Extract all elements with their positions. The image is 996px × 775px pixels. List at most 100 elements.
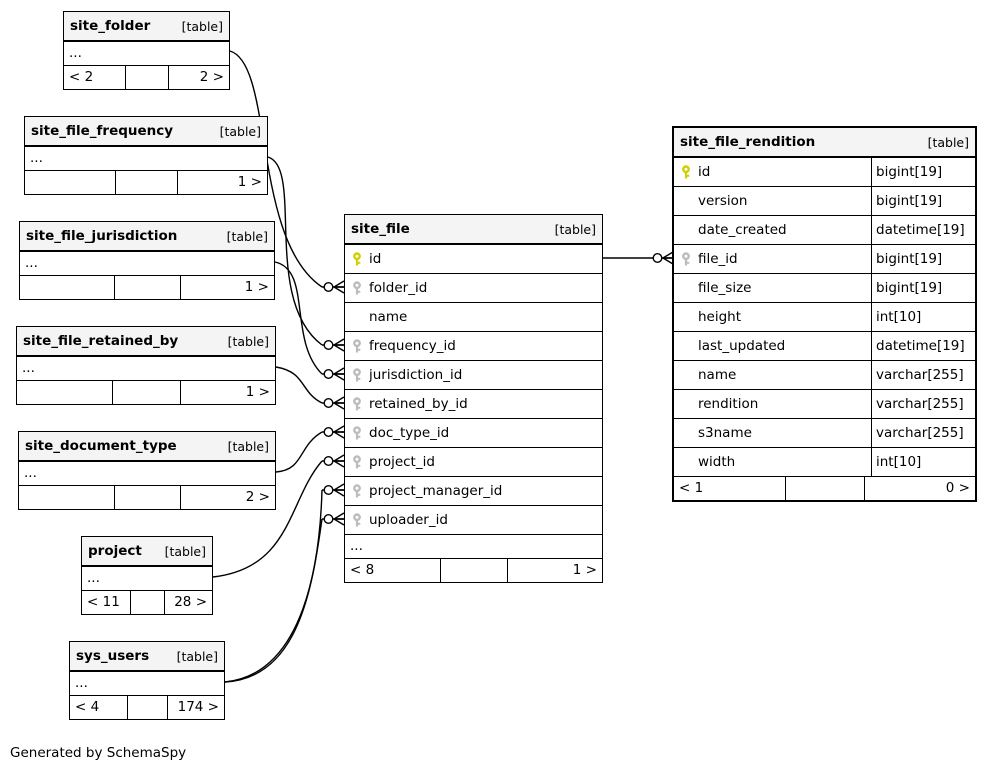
table-sys_users[interactable]: sys_users [table]... < 4 174 > — [69, 641, 225, 720]
table-type-badge: [table] — [227, 438, 269, 454]
parents-count[interactable]: < 1 — [679, 480, 704, 496]
table-site_file_retained_by[interactable]: site_file_retained_by[table]...1 > — [16, 326, 276, 405]
table-header: site_file [table] — [345, 215, 602, 245]
column-type: bigint[19] — [871, 245, 975, 273]
column-row-last_updated: last_updated datetime[19] — [674, 331, 975, 360]
table-site_file_frequency[interactable]: site_file_frequency [table]... 1 > — [24, 116, 268, 195]
column-row-jurisdiction_id: jurisdiction_id — [345, 360, 602, 389]
column-name: project_id — [369, 454, 435, 470]
children-count[interactable]: 28 > — [163, 591, 212, 614]
column-name: date_created — [698, 222, 787, 238]
table-footer: < 8 1 > — [345, 558, 602, 582]
footer-spacer — [126, 696, 167, 719]
table-name: project — [88, 543, 142, 559]
table-type-badge: [table] — [164, 543, 206, 559]
table-type-badge: [table] — [927, 134, 969, 150]
column-row-doc_type_id: doc_type_id — [345, 418, 602, 447]
table-footer: 2 > — [19, 485, 275, 509]
foreign-key-icon — [345, 280, 369, 296]
column-name: id — [698, 164, 711, 180]
column-type: int[10] — [871, 448, 975, 476]
generator-note: Generated by SchemaSpy — [10, 745, 187, 761]
foreign-key-icon — [674, 251, 698, 267]
table-header: site_file_jurisdiction[table] — [20, 222, 274, 252]
table-name: site_file_retained_by — [23, 333, 179, 349]
children-count[interactable]: 2 > — [180, 486, 275, 509]
children-count[interactable]: 174 > — [167, 696, 224, 719]
table-name: site_file — [351, 221, 410, 237]
column-row-frequency_id: frequency_id — [345, 331, 602, 360]
column-name: file_id — [698, 251, 738, 267]
foreign-key-icon — [345, 483, 369, 499]
table-header: site_folder[table] — [64, 12, 229, 42]
column-name: retained_by_id — [369, 396, 468, 412]
column-name: jurisdiction_id — [369, 367, 463, 383]
column-type: varchar[255] — [871, 390, 975, 418]
column-name: width — [698, 454, 736, 470]
relationship-crowfeet — [333, 251, 674, 526]
table-name: site_file_frequency — [31, 123, 174, 139]
table-type-badge: [table] — [181, 18, 223, 34]
rel-sys_users-uploader_id — [224, 518, 323, 683]
more-columns-ellipsis: ... — [87, 570, 100, 586]
table-type-badge: [table] — [219, 123, 261, 139]
children-count[interactable]: 1 > — [506, 559, 602, 582]
table-header: site_file_frequency [table] — [25, 117, 267, 147]
children-count[interactable]: 2 > — [167, 66, 229, 89]
more-columns-ellipsis: ... — [75, 675, 88, 691]
table-footer: < 4 174 > — [70, 695, 224, 719]
table-header: sys_users [table] — [70, 642, 224, 672]
column-row-file_id: file_id bigint[19] — [674, 244, 975, 273]
column-name: file_size — [698, 280, 752, 296]
table-footer: < 1 0 > — [674, 476, 975, 500]
column-type: bigint[19] — [871, 187, 975, 215]
footer-spacer — [125, 66, 168, 89]
parents-count[interactable]: < 4 — [75, 699, 100, 715]
rel-document_type-doc_type_id — [275, 431, 323, 473]
table-type-badge: [table] — [176, 648, 218, 664]
more-columns-ellipsis: ... — [30, 150, 43, 166]
rel-sys_users-project_manager_id — [224, 489, 323, 683]
column-type: varchar[255] — [871, 419, 975, 447]
column-row-uploader_id: uploader_id — [345, 505, 602, 534]
footer-spacer — [113, 486, 181, 509]
column-row-project_manager_id: project_manager_id — [345, 476, 602, 505]
children-count[interactable]: 0 > — [863, 477, 975, 500]
parents-count[interactable]: < 2 — [69, 69, 94, 85]
children-count[interactable]: 1 > — [180, 276, 274, 299]
foreign-key-icon — [345, 425, 369, 441]
table-footer: < 11 28 > — [82, 590, 212, 614]
parents-count — [20, 276, 114, 299]
column-type: int[10] — [871, 303, 975, 331]
table-site_file_jurisdiction[interactable]: site_file_jurisdiction[table]...1 > — [19, 221, 275, 300]
footer-spacer — [130, 591, 164, 614]
table-type-badge: [table] — [554, 221, 596, 237]
parents-count[interactable]: < 11 — [87, 594, 120, 610]
column-name: last_updated — [698, 338, 786, 354]
table-footer: < 2 2 > — [64, 65, 229, 89]
table-site_document_type[interactable]: site_document_type[table]...2 > — [18, 431, 276, 510]
column-name: doc_type_id — [369, 425, 450, 441]
children-count[interactable]: 1 > — [177, 171, 267, 194]
primary-key-icon — [674, 164, 698, 180]
parents-count — [17, 381, 112, 404]
column-type: datetime[19] — [871, 216, 975, 244]
column-name: folder_id — [369, 280, 428, 296]
column-name: name — [369, 309, 408, 325]
table-name: site_file_rendition — [680, 134, 816, 150]
foreign-key-icon — [345, 338, 369, 354]
foreign-key-icon — [345, 454, 369, 470]
children-count[interactable]: 1 > — [179, 381, 275, 404]
table-name: sys_users — [76, 648, 150, 664]
parents-count[interactable]: < 8 — [350, 562, 375, 578]
table-footer: 1 > — [25, 170, 267, 194]
table-project[interactable]: project [table]... < 11 28 > — [81, 536, 213, 615]
parents-count — [19, 486, 114, 509]
parents-count — [25, 171, 115, 194]
column-type: datetime[19] — [871, 332, 975, 360]
